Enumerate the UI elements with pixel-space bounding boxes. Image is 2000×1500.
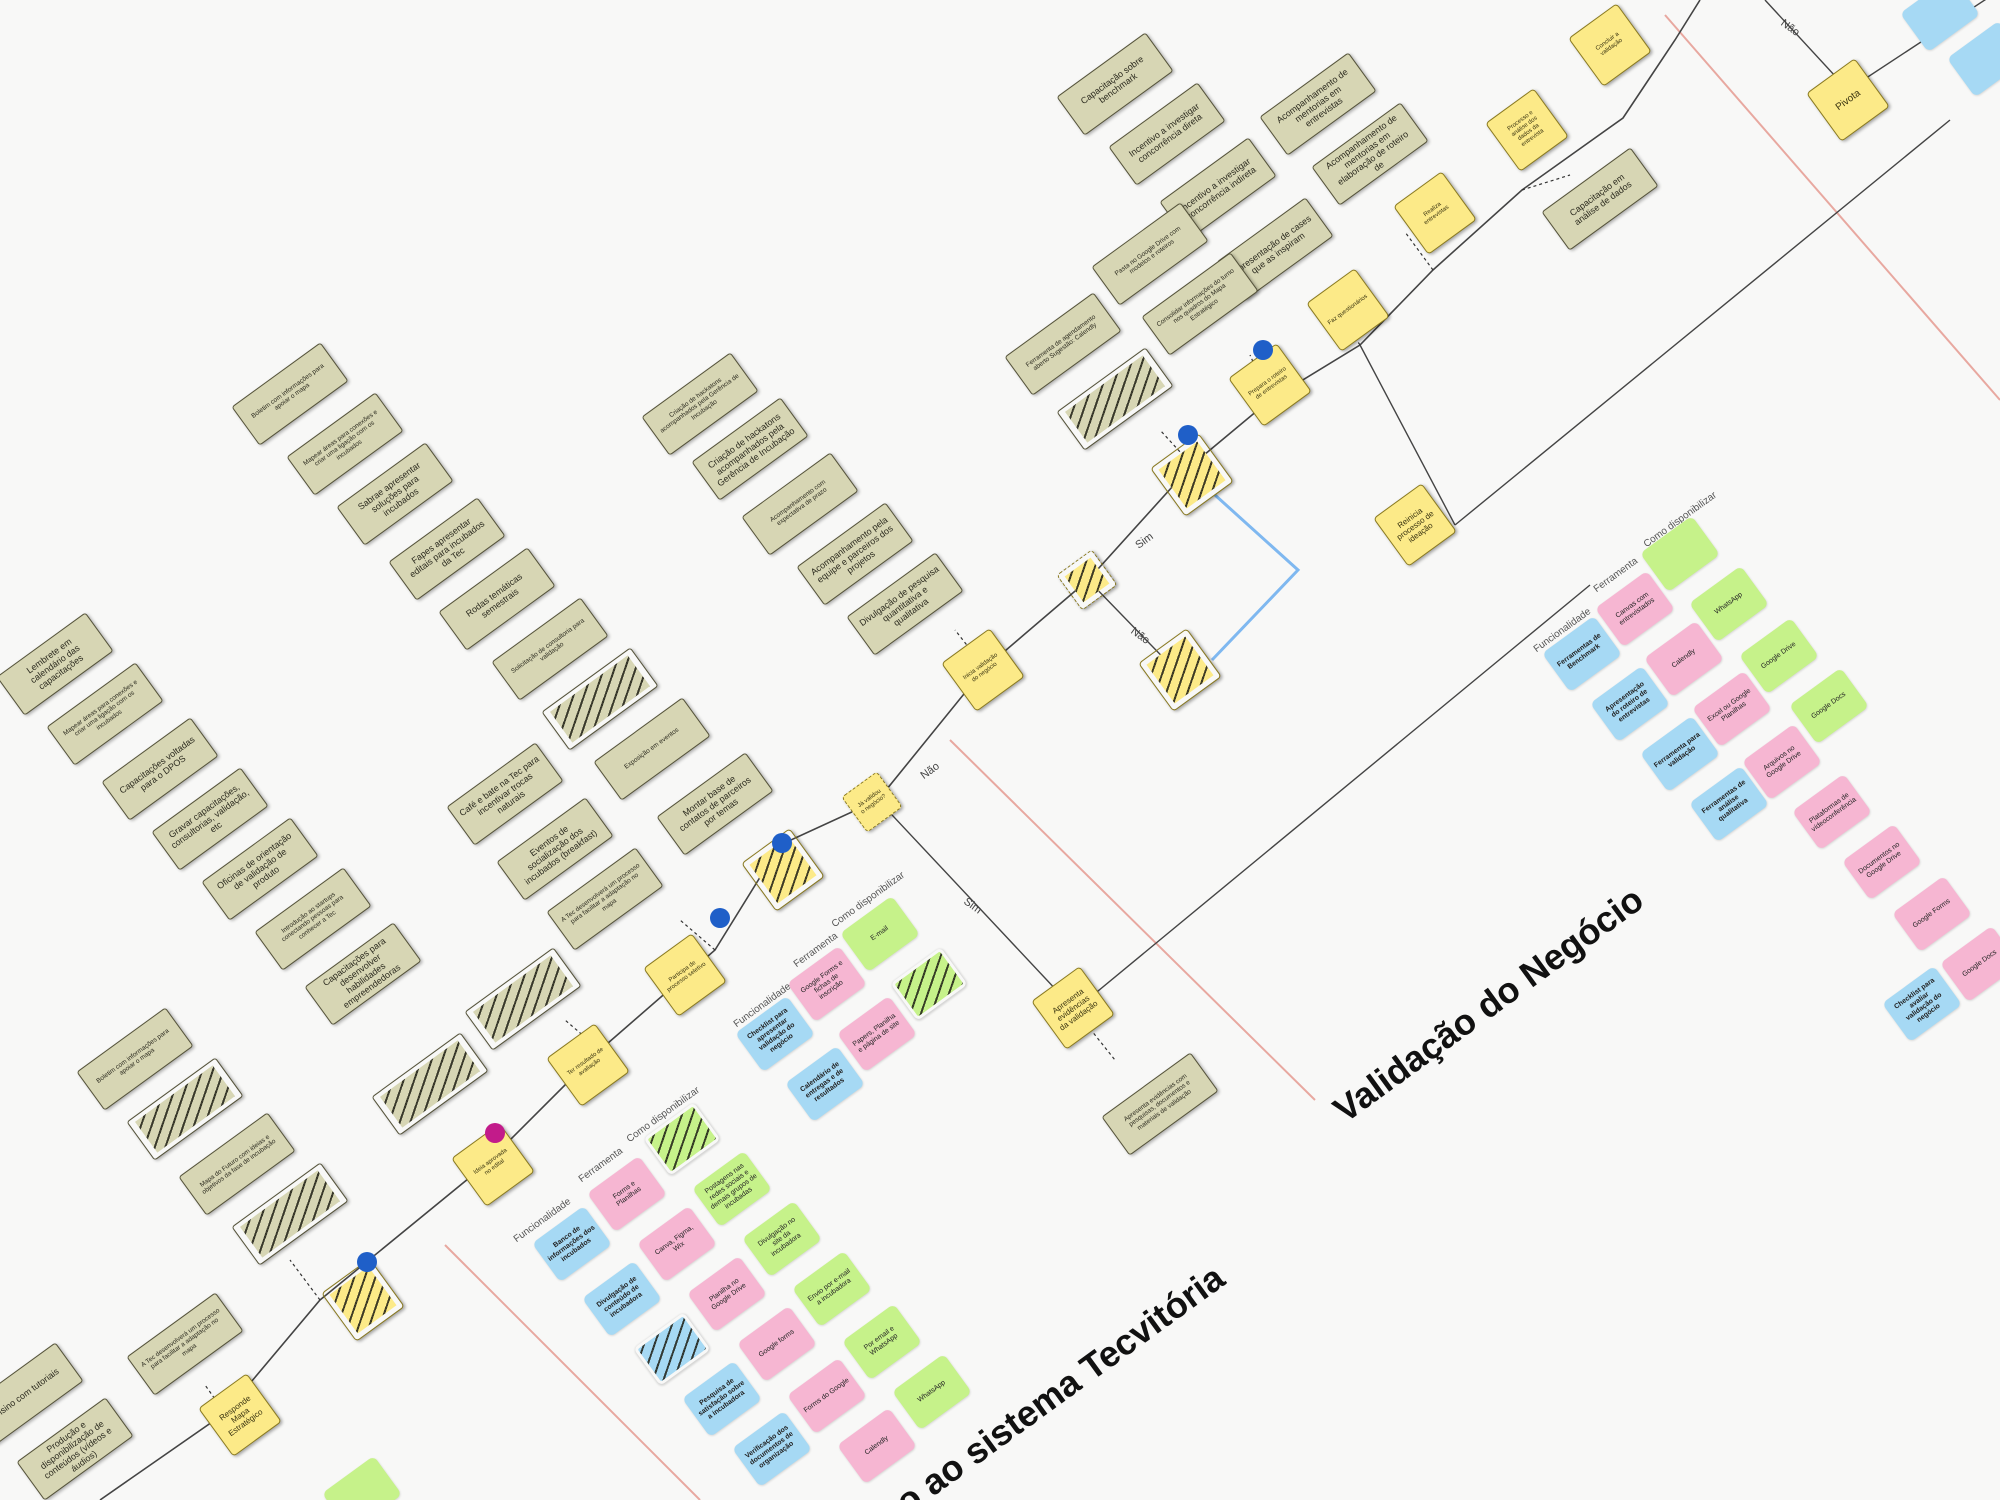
sticky-text: Google forms	[757, 1328, 796, 1359]
sticky-text: Calendly	[1670, 647, 1697, 670]
sticky-text: WhatsApp	[916, 1379, 947, 1404]
sticky-text: Google Forms	[1911, 897, 1952, 930]
node-label: Já validou o negócio?	[856, 788, 888, 816]
sticky-text: Google Docs	[1961, 948, 1999, 979]
section-divider-line	[444, 1244, 701, 1500]
node-label: Responde Mapa Estratégico	[217, 1393, 265, 1438]
sticky-text: Forms do Google	[802, 1376, 851, 1415]
node-label: Realiza entrevistas	[1422, 201, 1451, 227]
node-label: Faz questionários	[1326, 293, 1369, 326]
node-label: Participa de processo seletivo	[666, 960, 708, 994]
sticky-text: Google Drive	[1760, 640, 1798, 671]
node-label: Inicia validação do negócio	[962, 652, 1000, 684]
sticky-text: WhatsApp	[1713, 591, 1744, 616]
section-divider-line	[949, 739, 1316, 1101]
node-label: Ter resultado de avaliação	[566, 1046, 605, 1078]
node-label: Prepara o roteiro de entrevistas	[1247, 366, 1289, 401]
section-divider-line	[1664, 14, 2000, 401]
pin-icon[interactable]	[710, 908, 730, 928]
node-label: Processo e análise dos dados da entrevis…	[1506, 109, 1546, 149]
sticky-text: Calendly	[863, 1434, 890, 1457]
pin-icon[interactable]	[1253, 340, 1273, 360]
node-label: Apresenta evidências da validação	[1050, 986, 1100, 1033]
sticky-text: Google Docs	[1810, 690, 1848, 721]
node-label: Ideia aprovada no edital	[472, 1147, 509, 1177]
node-label: Pivota	[1833, 87, 1863, 113]
pin-icon[interactable]	[1178, 425, 1198, 445]
pin-icon[interactable]	[772, 833, 792, 853]
pin-icon[interactable]	[485, 1123, 505, 1143]
pin-icon[interactable]	[357, 1252, 377, 1272]
node-label: Reinicia processo de ideação	[1394, 505, 1436, 545]
node-label: Concluir a validação	[1594, 31, 1624, 58]
sticky-text: E-mail	[869, 924, 890, 943]
